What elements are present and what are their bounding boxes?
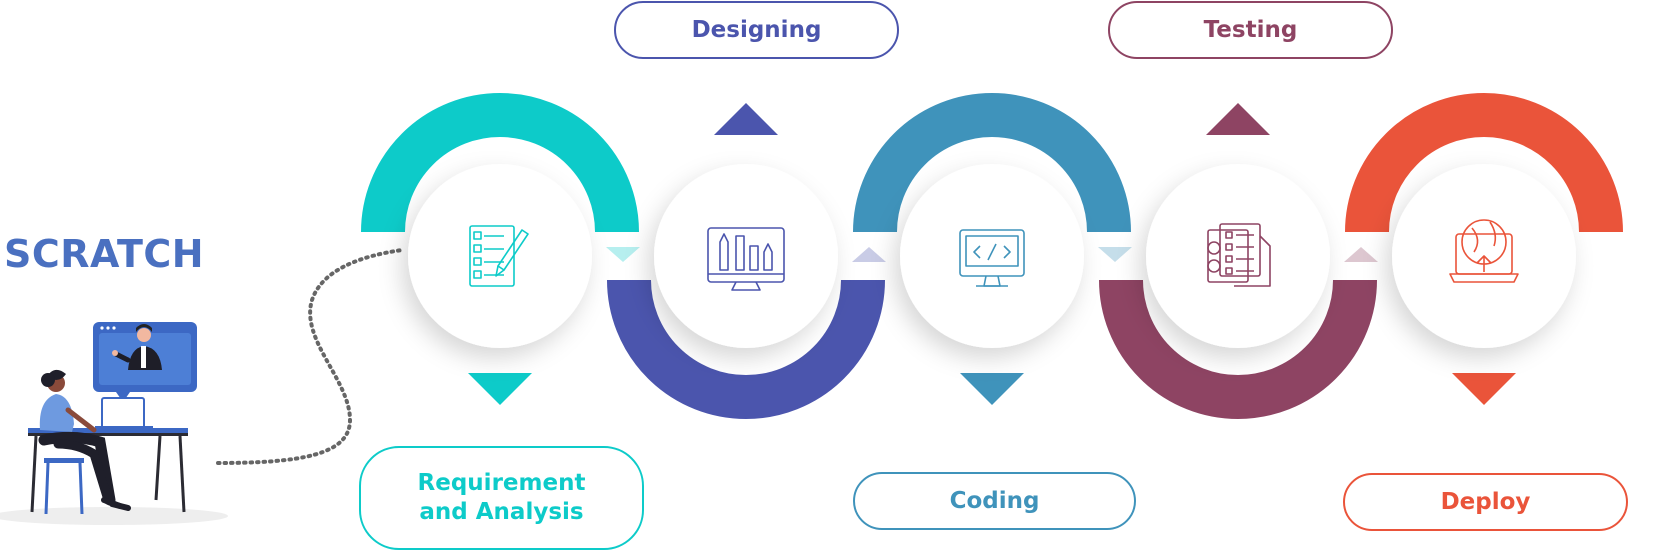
floor-shadow <box>0 507 228 525</box>
stage-pointer-deploy <box>1452 373 1516 405</box>
junction-marker <box>606 247 640 262</box>
stage-label-coding: Coding <box>853 472 1136 530</box>
junction-marker <box>1344 247 1378 262</box>
globe-upload-laptop-icon <box>1449 219 1519 283</box>
start-label: SCRATCH <box>4 232 205 276</box>
stage-circle-requirement <box>408 164 592 348</box>
design-tools-monitor-icon <box>707 227 785 291</box>
test-report-icon <box>1207 223 1271 287</box>
stage-pointer-testing <box>1206 103 1270 135</box>
code-monitor-icon <box>959 229 1025 287</box>
stage-arc-requirement <box>361 93 639 233</box>
stage-circle-designing <box>654 164 838 348</box>
dotted-connector <box>216 248 404 465</box>
stage-pointer-coding <box>960 373 1024 405</box>
junction-marker <box>852 247 886 262</box>
stage-label-requirement: Requirement and Analysis <box>359 446 644 550</box>
checklist-pencil-icon <box>469 225 529 287</box>
stage-label-designing: Designing <box>614 1 899 59</box>
person-at-desk-video-call-icon <box>28 322 197 515</box>
stage-pointer-designing <box>714 103 778 135</box>
stage-label-testing: Testing <box>1108 1 1393 59</box>
stage-arc-designing <box>607 279 885 419</box>
junction-marker <box>1098 247 1132 262</box>
stage-label-deploy: Deploy <box>1343 473 1628 531</box>
stage-arc-coding <box>853 93 1131 233</box>
stage-circle-testing <box>1146 164 1330 348</box>
stage-arc-testing <box>1099 279 1377 419</box>
stage-arc-deploy <box>1345 93 1623 233</box>
stage-pointer-requirement <box>468 373 532 405</box>
stage-circle-coding <box>900 164 1084 348</box>
